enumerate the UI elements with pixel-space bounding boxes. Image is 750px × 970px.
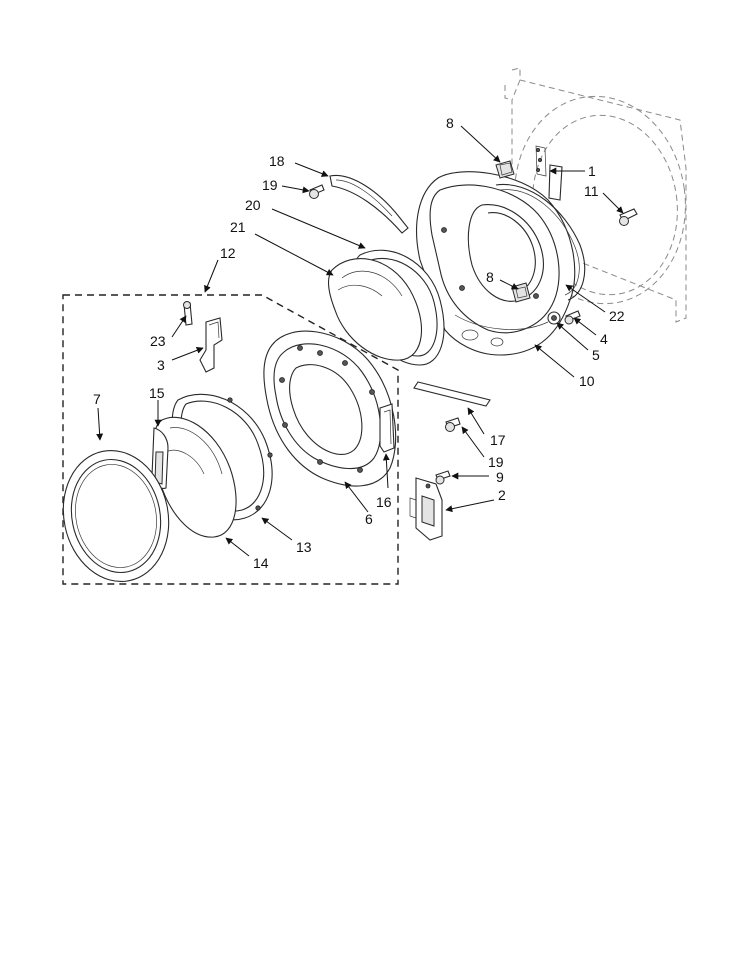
leader-lines (96, 125, 624, 557)
part-16-bracket (379, 403, 395, 453)
part-18-hinge-arm (329, 174, 409, 234)
part-19-upper-screw (309, 184, 325, 199)
part-1-bracket (535, 145, 563, 201)
part-21-glass (327, 258, 423, 361)
callout-9: 9 (496, 469, 504, 485)
callout-20: 20 (245, 197, 261, 213)
callout-labels: 8 1 11 18 19 20 21 12 8 22 4 5 10 23 3 7… (93, 115, 625, 571)
part-3-hinge (199, 317, 223, 373)
part-7-trim-ring (62, 449, 170, 583)
part-23-screw (183, 301, 193, 326)
part-11-screw (619, 208, 638, 226)
callout-19-lower: 19 (488, 454, 504, 470)
callout-11: 11 (584, 183, 599, 199)
part-10-front-bulkhead (416, 171, 576, 356)
callout-8-upper: 8 (446, 115, 454, 131)
part-4-screw (564, 310, 581, 325)
callout-7: 7 (93, 391, 101, 407)
callout-23: 23 (150, 333, 166, 349)
callout-12: 12 (220, 245, 236, 261)
callout-2: 2 (498, 487, 506, 503)
callout-14: 14 (253, 555, 269, 571)
callout-10: 10 (579, 373, 595, 389)
callout-8-lower: 8 (486, 269, 494, 285)
part-6-inner-door (263, 330, 397, 487)
callout-4: 4 (600, 331, 608, 347)
callout-19-upper: 19 (262, 177, 278, 193)
callout-15: 15 (149, 385, 165, 401)
callout-17: 17 (490, 432, 506, 448)
callout-22: 22 (609, 308, 625, 324)
callout-13: 13 (296, 539, 312, 555)
part-17-strip (413, 381, 491, 407)
callout-21: 21 (230, 219, 246, 235)
callout-3: 3 (157, 357, 165, 373)
part-9-screw (435, 470, 451, 485)
part-8-upper-bracket (495, 160, 515, 179)
callout-16: 16 (376, 494, 392, 510)
part-22-seal (495, 183, 586, 301)
callout-5: 5 (592, 347, 600, 363)
part-19-lower-screw (445, 417, 461, 432)
callout-18: 18 (269, 153, 285, 169)
part-2-latch (409, 477, 443, 541)
callout-1: 1 (588, 163, 596, 179)
part-5-clip (547, 311, 561, 325)
door-assembly-box (62, 294, 399, 585)
callout-6: 6 (365, 511, 373, 527)
